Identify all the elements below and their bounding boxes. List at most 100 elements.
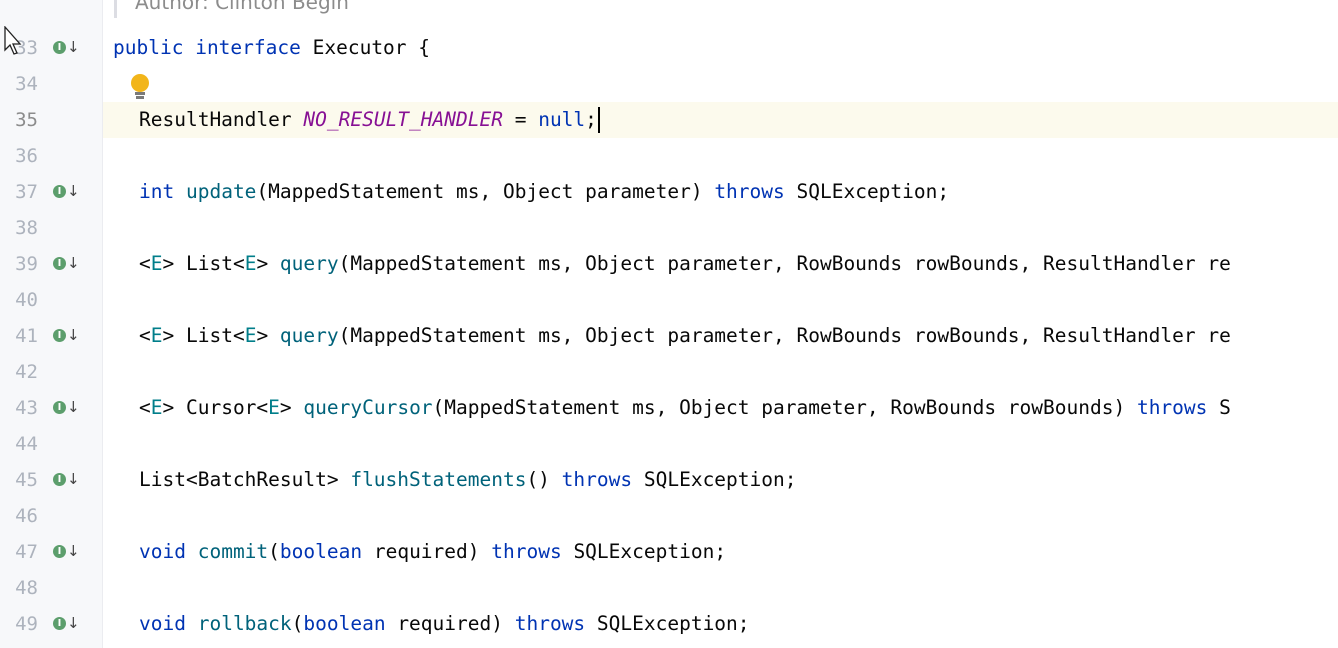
implemented-marker-icon: I xyxy=(53,617,66,630)
code-line[interactable]: ResultHandler NO_RESULT_HANDLER = null; xyxy=(139,102,597,138)
code-token: rollback xyxy=(197,612,292,635)
code-token: throws xyxy=(491,540,562,563)
line-number[interactable]: 35 xyxy=(15,109,38,131)
code-token: > List< xyxy=(162,252,245,275)
code-token: E xyxy=(150,324,163,347)
arrow-down-icon: ↓ xyxy=(67,398,80,416)
line-number[interactable]: 45 xyxy=(15,469,38,491)
code-line[interactable]: <E> List<E> query(MappedStatement ms, Ob… xyxy=(139,246,1231,282)
text-caret xyxy=(598,107,600,133)
code-token: void xyxy=(139,612,186,635)
code-line[interactable]: List<BatchResult> flushStatements() thro… xyxy=(139,462,797,498)
implemented-gutter-icon[interactable]: I↓ xyxy=(53,470,80,491)
code-token: (MappedStatement ms, Object parameter) xyxy=(256,180,715,203)
code-token: commit xyxy=(197,540,269,563)
mouse-pointer-icon xyxy=(4,26,22,55)
code-token: throws xyxy=(714,180,785,203)
implemented-gutter-icon[interactable]: I↓ xyxy=(53,542,80,563)
code-token: required) xyxy=(362,540,492,563)
code-token: = xyxy=(502,108,539,131)
line-number[interactable]: 44 xyxy=(15,433,38,455)
line-number[interactable]: 47 xyxy=(15,541,38,563)
line-number[interactable]: 37 xyxy=(15,181,38,203)
code-token: ( xyxy=(268,540,280,563)
arrow-down-icon: ↓ xyxy=(67,470,80,488)
code-token: E xyxy=(150,252,163,275)
code-token: throws xyxy=(514,612,586,635)
line-number[interactable]: 46 xyxy=(15,505,38,527)
arrow-down-icon: ↓ xyxy=(67,182,80,200)
implemented-gutter-icon[interactable]: I↓ xyxy=(53,614,80,635)
implemented-marker-icon: I xyxy=(53,329,66,342)
intention-bulb-icon[interactable] xyxy=(129,74,151,102)
code-editor[interactable]: Author: Clinton Begin public interface E… xyxy=(103,0,1338,648)
line-number[interactable]: 33 xyxy=(15,37,38,59)
code-token: (MappedStatement ms, Object parameter, R… xyxy=(338,324,1231,347)
implemented-gutter-icon[interactable]: I↓ xyxy=(53,254,80,275)
arrow-down-icon: ↓ xyxy=(67,38,80,56)
implemented-marker-icon: I xyxy=(53,473,66,486)
line-number[interactable]: 42 xyxy=(15,361,38,383)
code-token: throws xyxy=(561,468,633,491)
arrow-down-icon: ↓ xyxy=(67,326,80,344)
code-token: query xyxy=(279,252,339,275)
implemented-marker-icon: I xyxy=(53,257,66,270)
code-token: interface xyxy=(195,36,301,59)
code-token: > xyxy=(256,324,280,347)
line-number[interactable]: 36 xyxy=(15,145,38,167)
implemented-marker-icon: I xyxy=(53,401,66,414)
line-number[interactable]: 40 xyxy=(15,289,38,311)
code-token: > xyxy=(256,252,280,275)
code-token: throws xyxy=(1136,396,1208,419)
code-token xyxy=(174,180,186,203)
code-token xyxy=(186,540,198,563)
implemented-gutter-icon[interactable]: I↓ xyxy=(53,398,80,419)
implemented-gutter-icon[interactable]: I↓ xyxy=(53,182,80,203)
code-token: SQLException; xyxy=(784,180,950,203)
line-number[interactable]: 34 xyxy=(15,73,38,95)
line-number[interactable]: 48 xyxy=(15,577,38,599)
code-token: List<BatchResult> xyxy=(139,468,351,491)
code-token: required) xyxy=(385,612,515,635)
line-number[interactable]: 41 xyxy=(15,325,38,347)
code-token: ResultHandler xyxy=(139,108,304,131)
code-line[interactable]: int update(MappedStatement ms, Object pa… xyxy=(139,174,949,210)
arrow-down-icon: ↓ xyxy=(67,542,80,560)
code-token: NO_RESULT_HANDLER xyxy=(303,108,503,131)
code-token: SQLException; xyxy=(561,540,727,563)
line-number[interactable]: 43 xyxy=(15,397,38,419)
code-token: E xyxy=(268,396,280,419)
implemented-marker-icon: I xyxy=(53,185,66,198)
code-token: ( xyxy=(291,612,304,635)
line-number[interactable]: 39 xyxy=(15,253,38,275)
code-line[interactable]: void rollback(boolean required) throws S… xyxy=(139,606,750,642)
code-token: > xyxy=(279,396,304,419)
code-token: ; xyxy=(585,108,597,131)
doc-comment: Author: Clinton Begin xyxy=(114,0,349,18)
line-number[interactable]: 38 xyxy=(15,217,38,239)
code-token: > Cursor< xyxy=(162,396,269,419)
implemented-gutter-icon[interactable]: I↓ xyxy=(53,38,80,59)
code-line[interactable]: <E> Cursor<E> queryCursor(MappedStatemen… xyxy=(139,390,1231,426)
arrow-down-icon: ↓ xyxy=(67,254,80,272)
code-token: boolean xyxy=(303,612,386,635)
code-token xyxy=(186,612,198,635)
implemented-marker-icon: I xyxy=(53,545,66,558)
code-token: E xyxy=(244,324,257,347)
code-token: () xyxy=(526,468,562,491)
code-token: queryCursor xyxy=(303,396,433,419)
code-token: S xyxy=(1207,396,1231,419)
code-line[interactable]: void commit(boolean required) throws SQL… xyxy=(139,534,726,570)
code-line[interactable]: <E> List<E> query(MappedStatement ms, Ob… xyxy=(139,318,1231,354)
implemented-marker-icon: I xyxy=(53,41,66,54)
current-line-highlight xyxy=(103,102,1338,138)
code-token xyxy=(183,36,195,59)
implemented-gutter-icon[interactable]: I↓ xyxy=(53,326,80,347)
code-token: SQLException; xyxy=(585,612,750,635)
arrow-down-icon: ↓ xyxy=(67,614,80,632)
line-number[interactable]: 49 xyxy=(15,613,38,635)
code-token: (MappedStatement ms, Object parameter, R… xyxy=(432,396,1137,419)
code-line[interactable]: public interface Executor { xyxy=(113,30,430,66)
code-token: < xyxy=(139,396,151,419)
